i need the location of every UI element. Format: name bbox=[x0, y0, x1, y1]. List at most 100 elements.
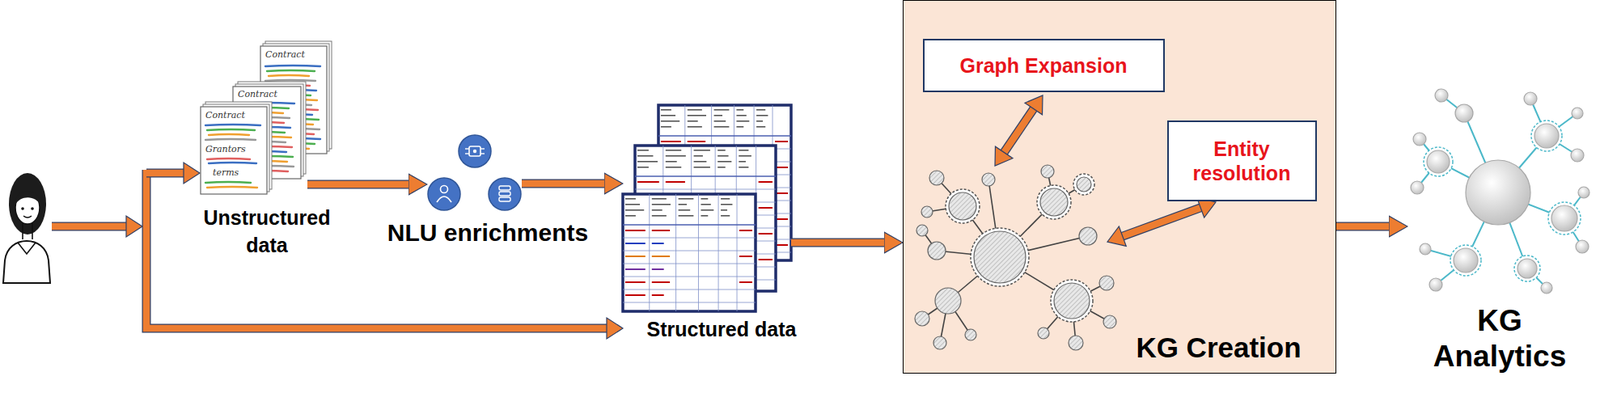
arrow-head bbox=[994, 146, 1013, 166]
graph-node bbox=[1517, 258, 1537, 279]
header-mark bbox=[665, 166, 682, 169]
graph-node bbox=[973, 231, 1026, 284]
box-label: Graph Expansion bbox=[960, 53, 1128, 78]
node-ring bbox=[1050, 279, 1093, 322]
cell-mark bbox=[625, 294, 646, 297]
chip-core bbox=[473, 149, 477, 153]
cell-mark bbox=[758, 232, 773, 235]
connector-outline bbox=[521, 179, 605, 189]
node-ring bbox=[945, 189, 980, 224]
analytics-graph bbox=[1410, 88, 1590, 294]
figure-caption: NLU enrichments bbox=[387, 218, 589, 248]
header-mark bbox=[660, 114, 676, 117]
header-mark bbox=[651, 203, 671, 206]
input-arrow bbox=[146, 169, 186, 178]
icon-circle bbox=[458, 135, 492, 168]
person-icon bbox=[3, 173, 51, 284]
knowledge-graph bbox=[914, 165, 1117, 351]
header-mark bbox=[738, 149, 749, 152]
handwritten-note: Contract bbox=[265, 49, 305, 60]
chip-pin bbox=[480, 152, 485, 154]
text-scribble bbox=[205, 124, 261, 126]
graph-node bbox=[1540, 282, 1553, 294]
header-mark bbox=[720, 209, 728, 212]
header-mark bbox=[720, 198, 730, 200]
handwritten-note: Contract bbox=[205, 110, 246, 121]
graph-node bbox=[1570, 148, 1584, 162]
table-sheet bbox=[622, 194, 756, 312]
connector-group bbox=[521, 183, 605, 185]
header-mark bbox=[665, 160, 678, 163]
header-mark bbox=[756, 120, 763, 123]
header-mark bbox=[720, 215, 730, 217]
resolution-arrow-outline bbox=[1121, 207, 1203, 238]
grid-line bbox=[634, 189, 776, 191]
header-mark bbox=[717, 155, 729, 157]
header-mark bbox=[700, 198, 708, 200]
database-glyph bbox=[499, 191, 511, 196]
text-scribble bbox=[268, 75, 309, 77]
person-smile bbox=[23, 215, 32, 218]
panel-title: KG Creation bbox=[1135, 331, 1301, 365]
graph-node bbox=[1413, 132, 1427, 146]
cell-mark bbox=[758, 258, 773, 261]
cell-mark bbox=[660, 140, 682, 143]
graph-figure: KG Analytics bbox=[1407, 86, 1592, 297]
grid-line bbox=[698, 194, 699, 312]
header-mark bbox=[637, 149, 649, 152]
figure-caption: Unstructured data bbox=[196, 204, 339, 260]
header-mark bbox=[687, 114, 707, 117]
header-mark bbox=[687, 109, 703, 111]
figure-caption: Structured data bbox=[647, 317, 797, 342]
header-mark bbox=[678, 203, 687, 206]
cell-mark bbox=[651, 242, 665, 245]
nlu-service: NLU enrichments bbox=[427, 134, 522, 212]
user-glyph-head bbox=[440, 186, 449, 194]
header-mark bbox=[694, 155, 703, 157]
node-ring bbox=[1037, 185, 1071, 220]
header-line bbox=[634, 175, 776, 178]
cell-mark bbox=[687, 140, 706, 143]
header-mark bbox=[678, 215, 695, 217]
header-mark bbox=[736, 126, 744, 128]
connector-outline bbox=[307, 180, 409, 190]
grid-line bbox=[622, 289, 756, 291]
graph-node bbox=[1040, 188, 1068, 216]
node-ring bbox=[1548, 202, 1581, 235]
handwritten-note: terms bbox=[212, 167, 239, 178]
connector-group bbox=[307, 184, 409, 186]
nlu-icons bbox=[427, 135, 521, 211]
arrow-head bbox=[606, 317, 623, 339]
grid-line bbox=[648, 194, 650, 312]
handwritten-note: Grantors bbox=[205, 143, 246, 155]
input-arrows bbox=[51, 162, 623, 339]
header-mark bbox=[700, 203, 711, 206]
text-scribble bbox=[265, 65, 321, 67]
header-mark bbox=[756, 126, 766, 128]
flow-arrow bbox=[307, 181, 409, 189]
header-mark bbox=[714, 114, 723, 117]
header-line bbox=[658, 135, 792, 137]
process-panel: KG CreationGraph ExpansionEntity resolut… bbox=[902, 0, 1337, 374]
cell-mark bbox=[651, 268, 665, 271]
graph-node bbox=[1426, 150, 1450, 174]
graph-node bbox=[1053, 283, 1090, 319]
graph-node bbox=[1041, 165, 1054, 178]
person-face bbox=[15, 191, 40, 225]
person-eye bbox=[30, 207, 34, 211]
header-mark bbox=[637, 155, 653, 157]
graph-node bbox=[935, 287, 961, 314]
table-stack: Structured data bbox=[622, 105, 792, 312]
arrow-head bbox=[126, 215, 143, 238]
cell-mark bbox=[625, 255, 646, 258]
header-mark bbox=[756, 114, 768, 117]
grid-line bbox=[622, 263, 756, 265]
graph-node bbox=[1076, 177, 1092, 192]
panel-ground bbox=[902, 0, 1337, 374]
input-arrow-outline bbox=[146, 169, 186, 178]
text-scribble bbox=[208, 162, 257, 164]
cell-mark bbox=[739, 281, 753, 284]
sheet bbox=[622, 194, 756, 312]
